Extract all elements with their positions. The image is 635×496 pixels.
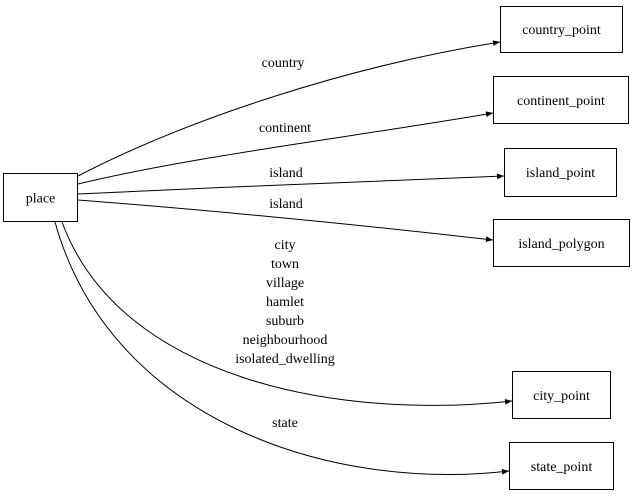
node-island-point: island_point [504,148,617,197]
node-country-point: country_point [500,6,623,53]
edge-place-state-point: state [54,221,510,475]
node-city-point-label: city_point [533,389,590,404]
edge-label-state: state [272,416,298,431]
node-continent-point-box [493,76,629,124]
edge-label-hamlet: hamlet [266,295,304,310]
edge-line [61,221,513,406]
node-island-polygon-label: island_polygon [518,237,604,252]
edge-line [77,111,494,185]
edge-line [77,173,505,195]
node-place-label: place [26,192,56,207]
node-island-point-label: island_point [526,166,595,181]
edge-place-island-polygon: island [77,197,494,242]
edge-label-town: town [271,257,299,272]
node-city-point-box [512,371,611,419]
edge-line [77,40,501,177]
edge-place-island-point: island [77,166,505,195]
edge-label-village: village [266,276,304,291]
node-island-point-box [504,148,617,197]
edge-label-continent: continent [259,121,311,136]
edge-place-country-point: country [77,40,501,177]
node-country-point-box [500,6,623,53]
node-place: place [3,173,78,222]
edge-place-continent-point: continent [77,111,494,185]
edge-line [77,199,494,242]
edge-label-island: island [269,166,302,181]
edge-label-city: city [275,238,296,253]
node-island-polygon-box [493,219,630,267]
node-place-box [3,173,78,222]
node-state-point: state_point [509,442,614,490]
edge-label-suburb: suburb [266,314,304,329]
node-continent-point-label: continent_point [517,94,605,109]
edge-place-city-point: city town village hamlet suburb neighbou… [61,221,513,406]
node-continent-point: continent_point [493,76,629,124]
edge-label-isolated-dwelling: isolated_dwelling [235,352,335,367]
node-state-point-box [509,442,614,490]
node-city-point: city_point [512,371,611,419]
edge-label-island-2: island [269,197,302,212]
edge-line [54,221,510,475]
edge-label-neighbourhood: neighbourhood [243,333,328,348]
node-country-point-label: country_point [522,23,601,38]
node-state-point-label: state_point [531,460,593,475]
node-island-polygon: island_polygon [493,219,630,267]
edge-label-country: country [262,56,305,71]
